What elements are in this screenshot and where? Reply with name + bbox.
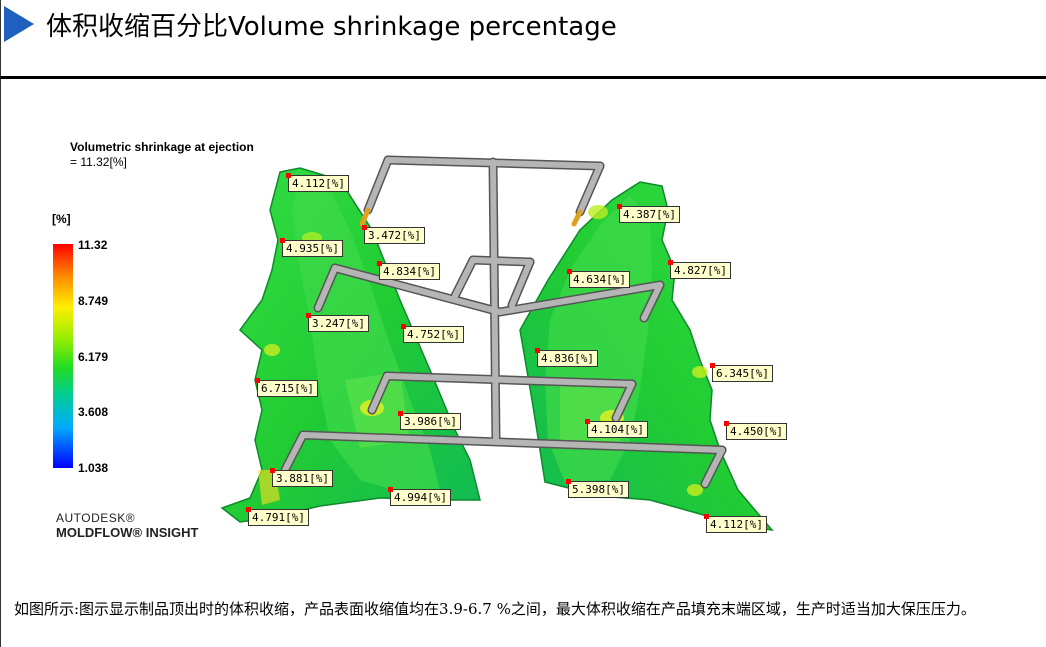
probe-value: 3.881[%] xyxy=(276,472,329,485)
color-scale-bar xyxy=(53,244,73,468)
probe-value: 4.104[%] xyxy=(591,423,644,436)
legend-tick-max: 11.32 xyxy=(78,238,108,252)
probe-label: 4.634[%] xyxy=(567,269,630,288)
probe-marker xyxy=(246,507,251,512)
probe-value: 4.834[%] xyxy=(383,265,436,278)
probe-value: 4.836[%] xyxy=(541,352,594,365)
result-name: Volumetric shrinkage at ejection xyxy=(70,140,254,154)
probe-value: 3.247[%] xyxy=(312,317,365,330)
probe-value: 3.472[%] xyxy=(368,229,421,242)
probe-marker xyxy=(566,479,571,484)
probe-marker xyxy=(377,261,382,266)
probe-label: 4.112[%] xyxy=(286,173,349,192)
probe-value: 6.715[%] xyxy=(261,382,314,395)
probe-value: 5.398[%] xyxy=(572,483,625,496)
probe-label: 4.752[%] xyxy=(401,324,464,343)
probe-label: 4.104[%] xyxy=(585,419,648,438)
title-arrow-icon xyxy=(4,6,34,42)
probe-label: 3.881[%] xyxy=(270,468,333,487)
probe-marker xyxy=(388,487,393,492)
probe-label: 4.836[%] xyxy=(535,348,598,367)
probe-value: 4.827[%] xyxy=(674,264,727,277)
probe-marker xyxy=(270,468,275,473)
probe-label: 5.398[%] xyxy=(566,479,629,498)
probe-label: 4.791[%] xyxy=(246,507,309,526)
probe-marker xyxy=(585,419,590,424)
probe-label: 4.935[%] xyxy=(280,238,343,257)
probe-value: 6.345[%] xyxy=(716,367,769,380)
legend-tick-4: 3.608 xyxy=(78,405,109,419)
title-divider xyxy=(0,76,1046,79)
probe-label: 4.387[%] xyxy=(617,204,680,223)
probe-marker xyxy=(724,421,729,426)
probe-label: 6.715[%] xyxy=(255,378,318,397)
probe-label: 6.345[%] xyxy=(710,363,773,382)
slide-caption: 如图所示:图示显示制品顶出时的体积收缩，产品表面收缩值均在3.9-6.7 %之间… xyxy=(14,600,976,618)
slide-header: 体积收缩百分比Volume shrinkage percentage xyxy=(0,0,1046,80)
brand-autodesk: AUTODESK® xyxy=(56,511,136,525)
probe-value: 4.112[%] xyxy=(710,518,763,531)
probe-value: 4.935[%] xyxy=(286,242,339,255)
legend-tick-2: 8.749 xyxy=(78,294,109,308)
probe-marker xyxy=(535,348,540,353)
probe-label: 4.834[%] xyxy=(377,261,440,280)
probe-value: 4.994[%] xyxy=(394,491,447,504)
legend-unit: [%] xyxy=(52,212,71,226)
probe-marker xyxy=(306,313,311,318)
probe-value: 4.752[%] xyxy=(407,328,460,341)
legend-tick-min: 1.038 xyxy=(78,461,109,475)
slide-title: 体积收缩百分比Volume shrinkage percentage xyxy=(46,12,617,42)
probe-marker xyxy=(280,238,285,243)
probe-label: 3.247[%] xyxy=(306,313,369,332)
probe-value: 4.450[%] xyxy=(730,425,783,438)
probe-label: 4.450[%] xyxy=(724,421,787,440)
probe-marker xyxy=(286,173,291,178)
probe-marker xyxy=(668,260,673,265)
probe-value: 4.634[%] xyxy=(573,273,626,286)
probe-marker xyxy=(710,363,715,368)
probe-label: 4.112[%] xyxy=(704,514,767,533)
slide-left-border xyxy=(0,0,1,647)
left-part xyxy=(220,167,481,523)
probe-marker xyxy=(704,514,709,519)
probe-marker xyxy=(401,324,406,329)
result-value: = 11.32[%] xyxy=(70,155,127,169)
runner-system xyxy=(280,155,727,489)
legend-tick-3: 6.179 xyxy=(78,350,109,364)
probe-label: 3.986[%] xyxy=(398,411,461,430)
probe-marker xyxy=(255,378,260,383)
probe-label: 4.827[%] xyxy=(668,260,731,279)
probe-marker xyxy=(617,204,622,209)
probe-marker xyxy=(567,269,572,274)
brand-moldflow: MOLDFLOW® INSIGHT xyxy=(56,525,199,540)
probe-marker xyxy=(398,411,403,416)
probe-label: 4.994[%] xyxy=(388,487,451,506)
probe-marker xyxy=(362,225,367,230)
probe-value: 4.791[%] xyxy=(252,511,305,524)
probe-value: 4.387[%] xyxy=(623,208,676,221)
probe-label: 3.472[%] xyxy=(362,225,425,244)
probe-value: 3.986[%] xyxy=(404,415,457,428)
probe-value: 4.112[%] xyxy=(292,177,345,190)
